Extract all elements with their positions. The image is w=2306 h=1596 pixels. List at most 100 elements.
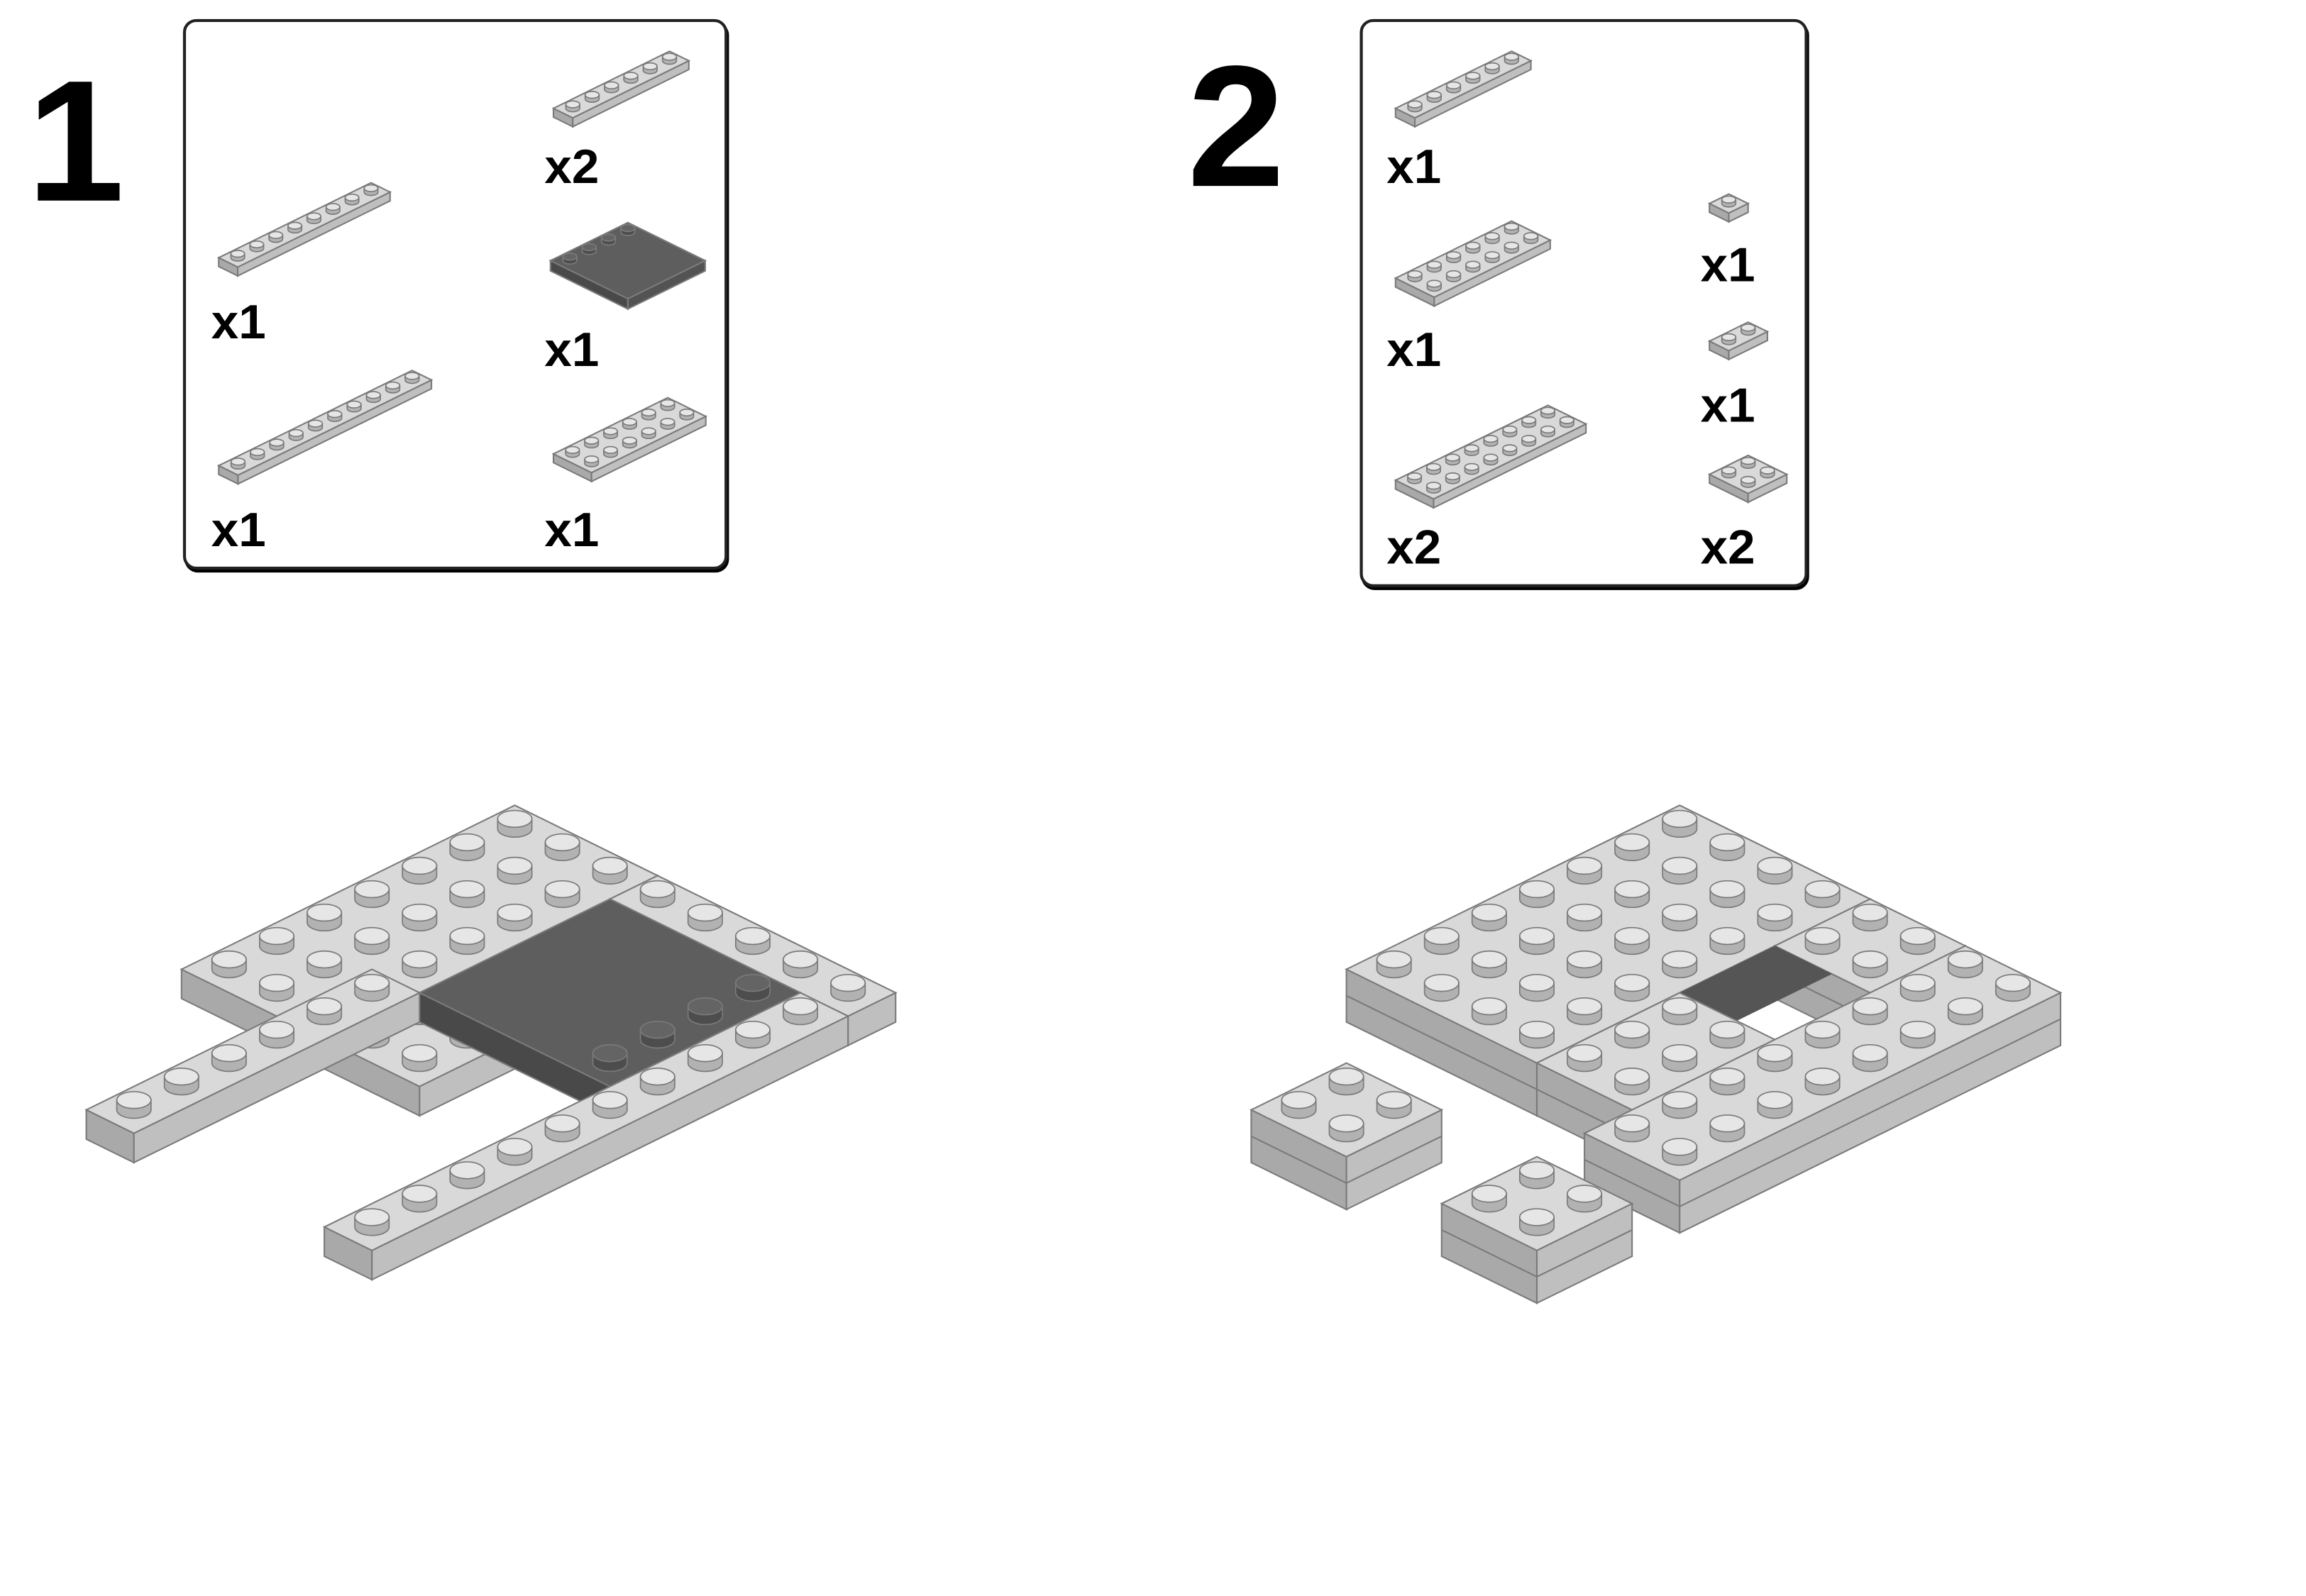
stud: [562, 253, 578, 265]
stud: [1425, 482, 1441, 494]
stud: [1614, 1114, 1650, 1143]
stud: [449, 1161, 485, 1190]
stud: [1504, 222, 1520, 235]
stud: [1852, 997, 1888, 1026]
stud: [1445, 472, 1460, 484]
stud: [620, 223, 636, 236]
stud: [354, 880, 390, 909]
stud: [544, 880, 580, 909]
stud: [1465, 241, 1481, 254]
part-quantity: x1: [544, 502, 600, 557]
stud: [1540, 425, 1556, 438]
stud: [363, 184, 379, 196]
stud: [641, 408, 656, 421]
plate-top-face: [1249, 1062, 1444, 1158]
part-plate-1x1: [1707, 193, 1750, 223]
part-quantity: x1: [1700, 237, 1755, 292]
stud: [687, 903, 723, 932]
step-number-2: 2: [1187, 31, 1285, 224]
stud: [1567, 1044, 1603, 1073]
assembly-1-left-arm: [84, 968, 421, 1164]
stud: [1709, 1114, 1745, 1143]
stud: [604, 81, 619, 94]
stud: [544, 1114, 580, 1143]
part-quantity: x1: [211, 294, 266, 349]
stud: [603, 427, 619, 440]
stud: [354, 973, 390, 1002]
stud: [584, 91, 600, 103]
stud: [250, 448, 265, 460]
part-quantity: x2: [1700, 519, 1755, 575]
stud: [1740, 323, 1756, 336]
stud: [1521, 435, 1537, 447]
assembly-2-left-small-plate: [1249, 1062, 1444, 1211]
stud: [1804, 1068, 1841, 1096]
stud: [1947, 997, 1983, 1026]
stud: [402, 1044, 438, 1073]
stud: [1614, 973, 1650, 1002]
stud: [1504, 52, 1520, 65]
stud: [1852, 1044, 1888, 1073]
stud: [1407, 270, 1423, 282]
stud: [402, 856, 438, 885]
plate-top-face: [1394, 220, 1552, 299]
stud: [402, 950, 438, 979]
stud: [830, 973, 866, 1002]
part-quantity: x2: [544, 139, 600, 194]
stud: [1567, 856, 1603, 885]
assembly-2-dark-slot: [1679, 946, 1832, 1021]
assembly-1-right-arm: [322, 992, 850, 1281]
stud: [1426, 260, 1442, 273]
stud: [1721, 466, 1737, 479]
stud: [1740, 475, 1756, 488]
stud: [307, 997, 343, 1026]
stud: [1426, 91, 1442, 103]
stud: [1483, 453, 1499, 466]
stud: [1662, 1091, 1698, 1119]
stud: [1662, 997, 1698, 1026]
stud: [783, 950, 819, 979]
stud: [1376, 950, 1412, 979]
part-quantity: x1: [211, 502, 266, 557]
stud: [1662, 809, 1698, 838]
stud: [1519, 1020, 1555, 1049]
plate-top-face: [1707, 454, 1789, 494]
assembly-2-front-strip: [1582, 945, 2063, 1234]
part-quantity: x1: [1700, 377, 1755, 432]
stud: [1709, 880, 1745, 909]
stud: [639, 1020, 675, 1049]
part-plate-2x2: [1707, 454, 1789, 504]
stud: [259, 926, 294, 955]
stud: [402, 1185, 438, 1213]
stud: [1464, 444, 1479, 457]
stud: [1425, 462, 1441, 475]
stud: [603, 445, 619, 458]
stud: [592, 1091, 628, 1119]
stud: [268, 231, 284, 243]
stud: [1709, 1020, 1745, 1049]
stud: [1407, 472, 1423, 484]
stud: [639, 880, 675, 909]
stud: [287, 221, 303, 234]
stud: [687, 997, 723, 1026]
stud: [249, 240, 265, 253]
stud: [497, 809, 533, 838]
stud: [734, 973, 771, 1002]
stud: [687, 1044, 723, 1073]
stud: [1852, 950, 1888, 979]
part-quantity: x1: [1386, 322, 1442, 377]
stud: [269, 438, 285, 451]
stud: [1721, 333, 1737, 345]
stud: [734, 1020, 771, 1049]
stud: [449, 833, 485, 862]
stud: [306, 212, 321, 225]
stud: [1709, 1068, 1745, 1096]
stud: [1519, 973, 1555, 1002]
plate-top-face: [1394, 404, 1588, 500]
stud: [1464, 462, 1479, 475]
part-tile-4x4-studs-edge: [548, 221, 707, 311]
part-plate-1x8: [216, 182, 392, 277]
stud: [1662, 1044, 1698, 1073]
stud: [259, 973, 294, 1002]
